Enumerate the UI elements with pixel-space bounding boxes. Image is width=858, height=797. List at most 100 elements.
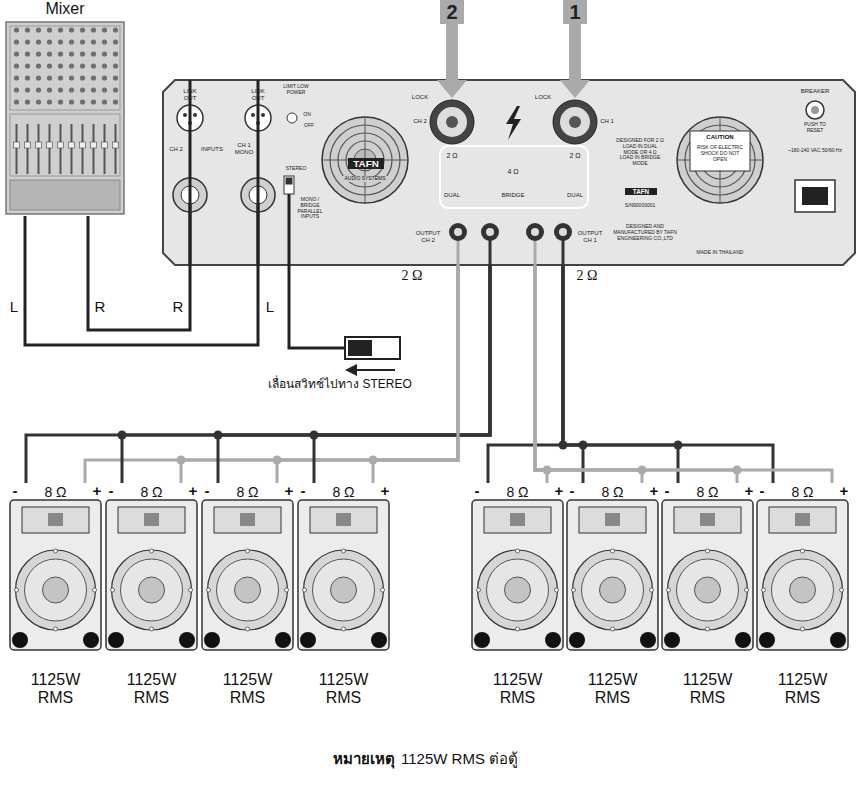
panel-text: LINK OUT — [177, 88, 203, 102]
panel-text: CH 2 — [168, 146, 184, 153]
speaker-box: 8 Ω 1125W RMS — [565, 483, 660, 720]
panel-text: MONO / BRIDGE PARALLEL INPUTS — [296, 197, 324, 220]
speaker-rating: 1125W RMS — [580, 671, 645, 708]
amplifier-panel — [163, 80, 855, 265]
speaker-rating: 1125W RMS — [485, 671, 550, 708]
speaker-wire — [535, 265, 547, 483]
impedance-label: 2 Ω — [397, 268, 427, 284]
signal-cable — [25, 80, 258, 345]
polarity-mark: - — [661, 482, 673, 499]
speaker-wire — [563, 265, 678, 483]
panel-text: TAFN — [348, 158, 384, 169]
polarity-mark: - — [756, 482, 768, 499]
polarity-mark: - — [297, 482, 309, 499]
polarity-mark: + — [379, 482, 391, 499]
speaker-rating: 8 Ω — [782, 484, 823, 500]
speaker-box: 8 Ω 1125W RMS — [104, 483, 199, 720]
panel-text: TAFN — [625, 188, 657, 195]
panel-text: LOCK — [534, 94, 552, 101]
panel-text: 2 Ω — [566, 152, 584, 160]
speaker-rating: 8 Ω — [35, 484, 76, 500]
callout-number: 2 — [440, 0, 464, 24]
speaker-wire — [535, 265, 642, 483]
panel-text: INPUTS — [200, 146, 224, 153]
amplifier-panel: LINK OUTLINK OUTCH 2INPUTSCH 1 MONOLIMIT… — [163, 80, 855, 265]
panel-text: LOCK — [411, 94, 429, 101]
panel-text: CH 1 — [599, 118, 615, 125]
mixer: Mixer — [2, 0, 128, 216]
device-name: Mixer — [2, 0, 128, 18]
mixer-image — [6, 22, 124, 214]
panel-text: CAUTION — [693, 134, 747, 141]
callout-arrow — [437, 24, 590, 98]
channel-label: L — [263, 298, 277, 315]
speaker-rating: 1125W RMS — [770, 671, 835, 708]
polarity-mark: - — [471, 482, 483, 499]
panel-text: ~180-240 VAC 50/60 Hz — [784, 148, 846, 154]
panel-text: OUTPUT CH 2 — [414, 230, 442, 244]
speaker-rating: 8 Ω — [497, 484, 538, 500]
speaker-wire — [218, 265, 490, 483]
panel-text: PUSH TO RESET — [795, 122, 835, 134]
channel-label: R — [93, 298, 107, 315]
callout-number: 1 — [563, 0, 587, 24]
panel-text: S/N90000001 — [616, 203, 664, 209]
note-text: 1125W RMS ต่อตู้ — [401, 750, 571, 767]
polarity-mark: - — [105, 482, 117, 499]
polarity-mark: - — [201, 482, 213, 499]
polarity-mark: + — [838, 482, 850, 499]
panel-text: AUDIO SYSTEMS — [340, 176, 390, 182]
speaker-wire — [535, 265, 737, 483]
speaker-rating: 8 Ω — [227, 484, 268, 500]
panel-text: 2 Ω — [443, 152, 461, 160]
panel-text: BRIDGE — [499, 192, 527, 199]
polarity-mark: + — [283, 482, 295, 499]
speaker-wire — [314, 265, 490, 483]
speaker-wire — [373, 265, 458, 483]
panel-text: STEREO — [283, 166, 309, 172]
instruction-text: เลื่อนสวิทช์ไปทาง STEREO — [230, 378, 450, 392]
switch-illustration — [289, 194, 400, 376]
speaker-rating: 8 Ω — [323, 484, 364, 500]
speaker-rating: 1125W RMS — [119, 671, 184, 708]
panel-text: MADE IN THAILAND — [685, 250, 755, 256]
speaker-rating: 1125W RMS — [23, 671, 88, 708]
channel-label: L — [7, 298, 21, 315]
panel-text: DUAL — [564, 192, 586, 199]
speaker-wire — [563, 265, 773, 483]
polarity-mark: + — [187, 482, 199, 499]
speaker-wire — [26, 265, 490, 483]
polarity-mark: + — [91, 482, 103, 499]
speaker-box: 8 Ω 1125W RMS — [8, 483, 103, 720]
speaker-box: 8 Ω1125W RMS — [660, 483, 755, 720]
panel-text: BREAKER — [796, 88, 834, 95]
speaker-rating: 1125W RMS — [215, 671, 280, 708]
speaker-cabinet — [10, 500, 848, 650]
speaker-wire — [85, 265, 458, 483]
panel-text: DESIGNED AND MANUFACTURED BY TAFN ENGINE… — [610, 224, 680, 241]
panel-text: OUTPUT CH 1 — [576, 230, 604, 244]
speaker-box: 8 Ω 1125W RMS — [755, 483, 850, 720]
speaker-wire — [563, 265, 583, 483]
speaker-wire — [535, 265, 832, 483]
speaker-wire — [277, 265, 458, 483]
panel-text: RISK OF ELECTRIC SHOCK DO NOT OPEN — [693, 145, 747, 162]
speaker-box: 8 Ω 1125W RMS — [470, 483, 565, 720]
speaker-rating: 8 Ω — [131, 484, 172, 500]
polarity-mark: + — [553, 482, 565, 499]
panel-text: LINK OUT — [245, 88, 271, 102]
channel-label: R — [171, 298, 185, 315]
junction-dot — [118, 431, 742, 475]
polarity-mark: + — [743, 482, 755, 499]
speaker-wire — [122, 265, 490, 483]
panel-text: ON — [301, 112, 313, 118]
note-text: หมายเหตุ — [305, 750, 395, 767]
speaker-wire — [488, 265, 563, 483]
speaker-rating: 8 Ω — [592, 484, 633, 500]
polarity-mark: + — [648, 482, 660, 499]
speaker-rating: 8 Ω — [687, 484, 728, 500]
speaker-box: 8 Ω1125W RMS — [296, 483, 391, 720]
panel-text: OFF — [302, 123, 316, 129]
panel-text: 4 Ω — [504, 168, 522, 176]
panel-text: CH 1 MONO — [233, 142, 255, 156]
